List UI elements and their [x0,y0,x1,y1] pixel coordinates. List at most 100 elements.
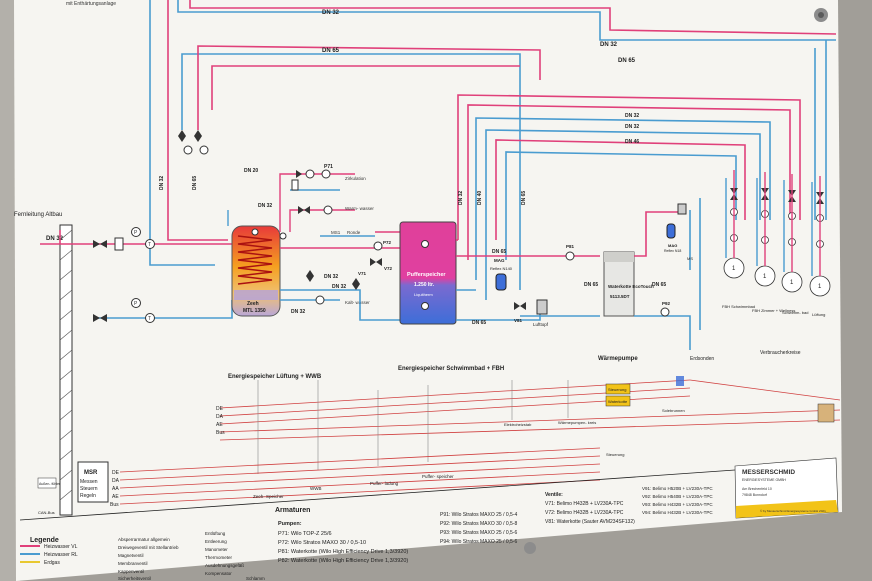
bus-label: AA [112,486,119,492]
legend-item: Thermometer [205,555,233,560]
consumers-title: Verbraucherkreise [760,350,801,356]
pipe-label: DN 65 [521,191,527,205]
consumer-num: 1 [763,274,767,280]
consumer-num: 1 [818,284,822,290]
valve-icon [194,130,202,136]
lufttopf-label: Lufttopf [533,322,549,327]
manometer-icon [131,298,141,308]
supply-label: Fernleitung Altbau [14,212,62,218]
bus-label: DE [112,470,120,476]
tank2-volume: 1.250 ltr. [414,282,435,288]
consumer-circuits [723,170,831,297]
control-box-label: Steuerung [608,387,626,392]
section-title: Energiespeicher Lüftung + WWB [228,374,322,380]
consumer-label: Lüftung [812,312,825,317]
armaturen-heading: Ventile: [545,492,563,498]
ronde-label: Ronde [347,230,361,235]
mag1-sub: Reflex N140 [490,266,513,271]
bus-label: DA [112,478,120,484]
pipe-label: DN 32 [625,124,639,130]
section-title: Wärmepumpe [598,356,638,362]
valve-label: P72 [383,240,392,245]
company-sub: ENERGIESYSTEME GMBH [742,478,786,482]
valve-label: V71 [358,271,367,276]
consumer-num: 1 [790,280,794,286]
tank2-sub: Liquitherm [414,292,433,297]
armaturen-line: V72: Belimo H432B + LV230A-TPC [545,510,624,516]
armaturen-line: P81: Waterkotte (Wilo High Efficiency Dr… [278,549,408,555]
legend-item: Sicherheitsventil [118,576,151,581]
armaturen-line: P71: Wilo TOP-Z 25/6 [278,531,332,537]
pipe-label: DN 32 [159,176,165,190]
legend-item: Heizwasser RL [44,552,78,558]
heatpump-model: 5113.5DT [610,294,630,299]
armaturen-heading: Pumpen: [278,521,302,527]
pump-p92-icon [660,307,670,317]
armaturen-line: P91: Wilo Stratos MAXO 25 / 0,5-4 [440,512,517,518]
msr-box [77,461,109,503]
svg-text:P: P [134,301,138,307]
msr-line: Steuern [80,486,98,492]
expansion-tank-icon [666,223,676,239]
bus-label: Bus [110,502,119,508]
valve-icon [178,130,186,136]
armaturen-line: P72: Wilo Stratos MAXO 30 / 0,5-10 [278,540,366,546]
mounting-screw [524,542,536,554]
legend-item: Magnetventil [118,553,144,558]
mag2-sub: Reflex N18 [664,249,681,253]
pipe-label: DN 65 [492,249,506,255]
tank2-title: Pufferspeicher [407,272,446,278]
valve-label: V72 [384,266,393,271]
bus-label: AE [112,494,119,500]
valve-icon [93,240,100,248]
armaturen-line: P94: Wilo Stratos MAXO 25 / 0,5-6 [440,539,517,545]
msr-side: Außen- fühler [39,482,61,486]
tank1-model: MTL 1350 [243,308,266,314]
valve-label: P71 [324,164,333,170]
pump-p81-icon [565,251,575,261]
mag2-name: MAG [668,243,677,248]
waterkotte-heat-pump [603,251,635,317]
armaturen-line: V71: Belimo H432B + LV230A-TPC [545,501,624,507]
svg-text:P: P [134,230,138,236]
pump-p72-icon [373,241,383,251]
ms1-label: MS1 [331,230,341,235]
msr-line: Regeln [80,493,96,499]
warmwasser-label: Warm- wasser [345,206,374,211]
valve-label: P92 [662,301,671,306]
control-box-steuerung [605,383,631,395]
sensor-label: Puffer- speicher [422,474,454,479]
pipe-label: DN 32 [458,191,464,205]
legend-title: Legende [30,537,59,544]
pipe-label: DN 32 [625,113,639,119]
section-title: Energiespeicher Schwimmbad + FBH [398,366,504,372]
msr-line: Messen [80,479,98,485]
legend-item: Entlüftung [205,531,226,536]
legend-item: Schlamm [246,576,265,581]
consumer-label: Schwimm- bad [782,310,808,315]
mag1-name: MAG [494,258,505,263]
tank1-name: Zeeh [247,301,259,307]
pipe-label: DN 40 [477,191,483,205]
legend-item: Dreiwegeventil mit Stellantrieb [118,545,179,550]
bus-label: AE [216,422,223,428]
pipe-label: DN 20 [244,168,258,174]
pipe-label: DN 65 [618,58,636,64]
svg-text:T: T [148,316,151,322]
heatpump-name: Waterkotte EcoTouch [608,284,654,289]
valve-icon [306,270,314,276]
bus-label: DE [216,406,224,412]
outdoor-sensor [37,477,57,489]
consumer-label: FBH Zimmer + Wellness [752,308,795,313]
sensor-label: Zeeh- Speicher [253,494,284,499]
pump-p71-icon [305,169,315,179]
manometer-icon [131,227,141,237]
company-copyright: © by Messerschmid Energiesysteme GmbH 20… [760,509,826,513]
pipe-label: DN 65 [472,320,486,326]
armaturen-line: V94: Belimo H432B + LV230A-TPC [642,510,713,515]
thermometer-icon [145,313,155,323]
consumer-label: FBH Schwimmbad [722,304,755,309]
pump-icon [321,169,331,179]
armaturen-line: V81: Waterkotte (Sauter AVM234SF132) [545,519,635,525]
pump-icon [315,295,325,305]
